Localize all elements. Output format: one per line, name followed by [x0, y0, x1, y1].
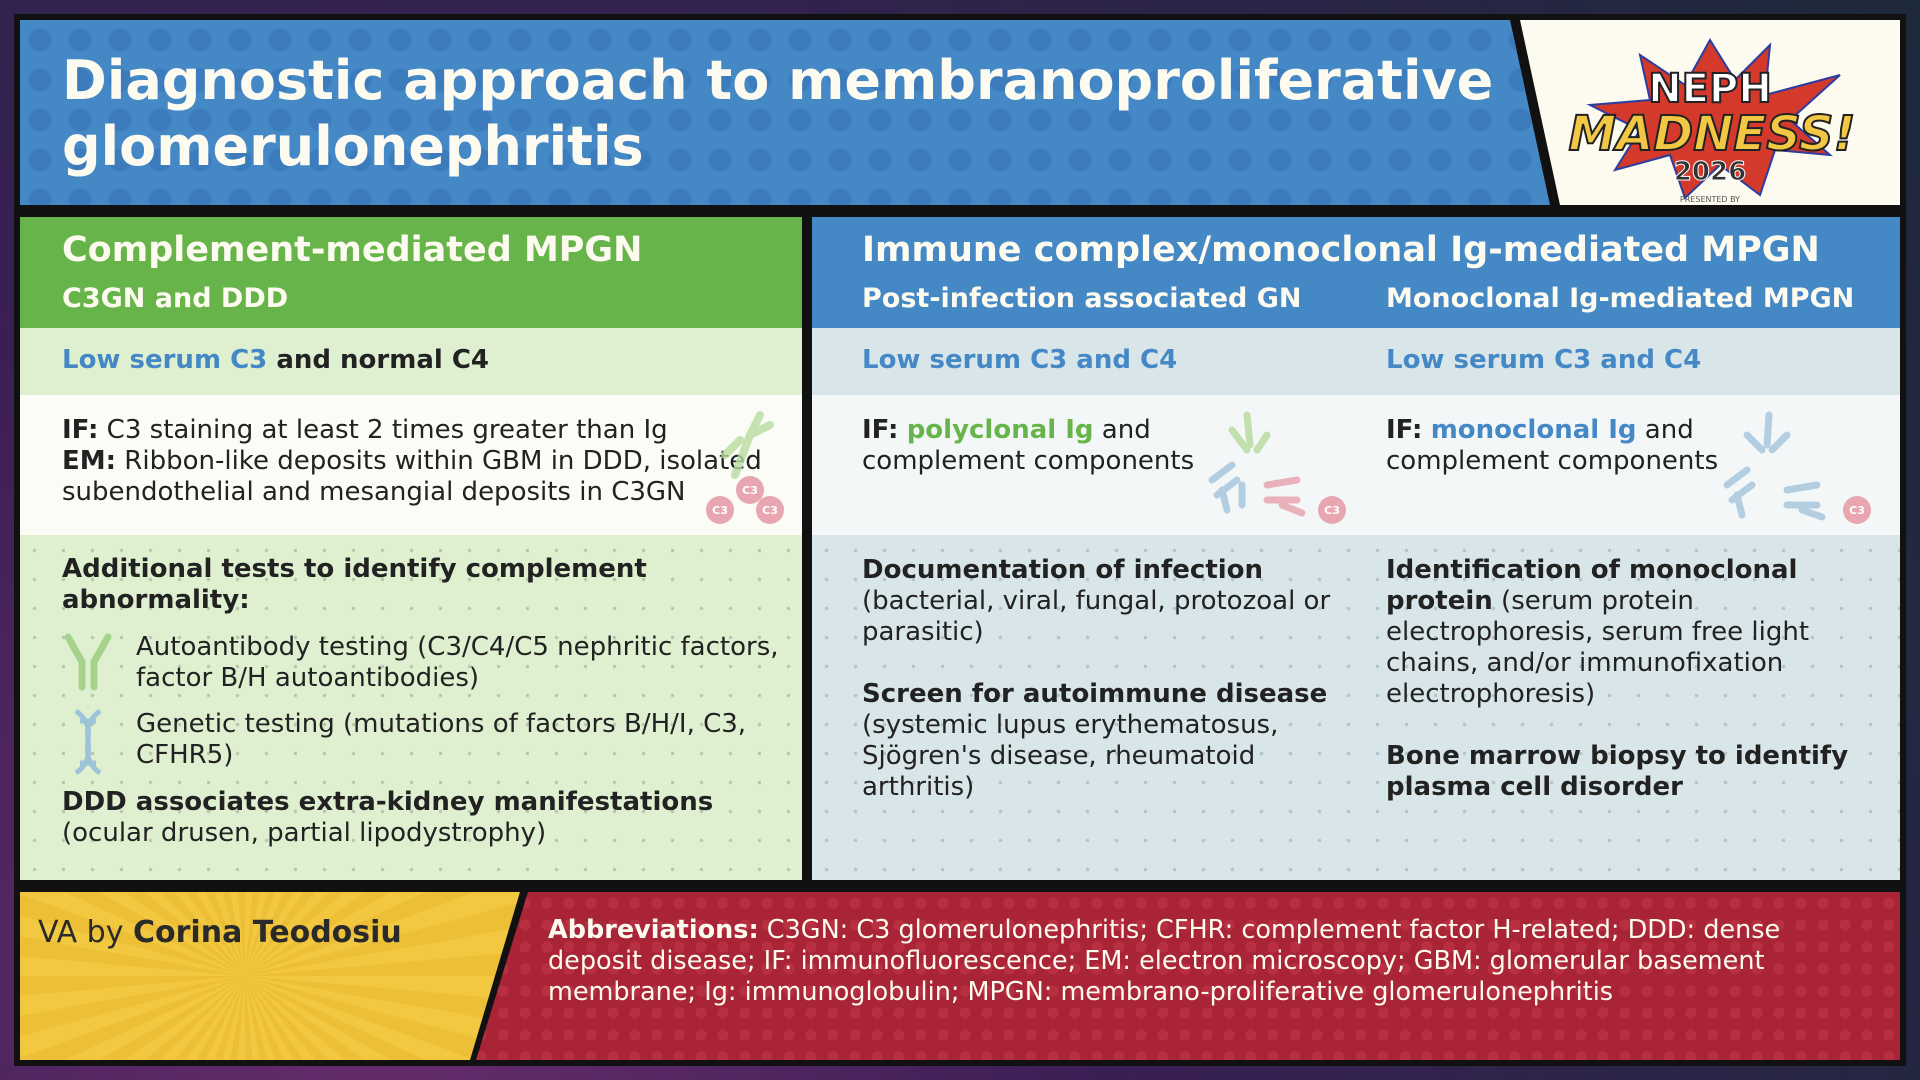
right-header: Immune complex/monoclonal Ig-mediated MP…	[812, 217, 1900, 328]
doc-heading: Documentation of infection	[862, 555, 1264, 585]
complement-mediated-panel: Complement-mediated MPGN C3GN and DDD Lo…	[20, 217, 802, 880]
logo-burst-icon: NEPH MADNESS! 2026 PRESENTED BY	[1567, 38, 1857, 204]
if-highlight: monoclonal Ig	[1430, 415, 1637, 445]
right-serum-band: Low serum C3 and C4 Low serum C3 and C4	[812, 328, 1900, 395]
pi-if: IF: polyclonal Ig and complement compone…	[862, 415, 1202, 477]
autoantibody-testing: Autoantibody testing (C3/C4/C5 nephritic…	[136, 632, 779, 693]
logo-presented: PRESENTED BY	[1680, 195, 1740, 204]
abbr-label: Abbreviations:	[548, 915, 759, 945]
if-rest: and complement components	[862, 415, 1195, 476]
author-credit: VA by Corina Teodosiu	[38, 915, 402, 950]
doc-text: (bacterial, viral, fungal, protozoal or …	[862, 586, 1331, 647]
dna-icon	[74, 709, 102, 775]
ddd-heading: DDD associates extra-kidney manifestatio…	[62, 787, 714, 817]
if-label: IF:	[1386, 415, 1423, 445]
c3-label: C3	[762, 504, 778, 517]
title-line-2: glomerulonephritis	[62, 115, 644, 178]
c3-label: C3	[1324, 504, 1340, 517]
abbr-text: C3GN: C3 glomerulonephritis; CFHR: compl…	[548, 915, 1781, 1007]
antibody-icon	[64, 633, 112, 691]
polyclonal-antibodies-icon: C3	[1208, 411, 1346, 524]
em-label: EM:	[62, 446, 117, 476]
title-banner	[20, 20, 1550, 205]
left-subheading: C3GN and DDD	[62, 283, 289, 314]
screen-text: (systemic lupus erythematosus, Sjögren's…	[862, 710, 1279, 802]
c3-label: C3	[742, 484, 758, 497]
em-text: Ribbon-like deposits within GBM in DDD, …	[62, 446, 762, 507]
neph-madness-logo: NEPH MADNESS! 2026 PRESENTED BY	[1520, 20, 1900, 205]
genetic-testing: Genetic testing (mutations of factors B/…	[136, 709, 747, 770]
left-header: Complement-mediated MPGN C3GN and DDD	[20, 217, 802, 328]
left-if-band: IF: C3 staining at least 2 times greater…	[20, 395, 802, 535]
monoclonal-identification: Identification of monoclonal protein (se…	[1386, 555, 1866, 710]
mono-serum: Low serum C3 and C4	[1386, 345, 1702, 375]
serum-rest: and normal C4	[267, 345, 490, 375]
logo-neph: NEPH	[1648, 66, 1772, 112]
va-prefix: VA by	[38, 915, 133, 950]
monoclonal-antibodies-icon: C3	[1723, 411, 1871, 524]
bone-marrow-biopsy: Bone marrow biopsy to identify plasma ce…	[1386, 741, 1849, 802]
if-label: IF:	[62, 415, 99, 445]
ddd-note: DDD associates extra-kidney manifestatio…	[62, 787, 802, 849]
left-serum-band: Low serum C3 and normal C4	[20, 328, 802, 395]
tests-heading: Additional tests to identify complement …	[62, 554, 647, 615]
pi-subheading: Post-infection associated GN	[862, 283, 1302, 314]
page-title: Diagnostic approach to membranoprolifera…	[62, 48, 1493, 180]
author-name: Corina Teodosiu	[133, 915, 402, 950]
right-heading: Immune complex/monoclonal Ig-mediated MP…	[862, 230, 1820, 270]
abbreviations-panel	[476, 892, 1900, 1060]
left-if-em: IF: C3 staining at least 2 times greater…	[62, 415, 802, 508]
mono-if: IF: monoclonal Ig and complement compone…	[1386, 415, 1726, 477]
pi-serum: Low serum C3 and C4	[862, 345, 1178, 375]
if-text: C3 staining at least 2 times greater tha…	[98, 415, 668, 445]
autoimmune-screen: Screen for autoimmune disease(systemic l…	[862, 679, 1352, 803]
left-heading: Complement-mediated MPGN	[62, 230, 643, 270]
infection-documentation: Documentation of infection(bacterial, vi…	[862, 555, 1342, 648]
c3-label: C3	[1849, 504, 1865, 517]
if-label: IF:	[862, 415, 899, 445]
author-panel	[20, 892, 520, 1060]
if-rest: and complement components	[1386, 415, 1719, 476]
title-line-1: Diagnostic approach to membranoprolifera…	[62, 49, 1494, 112]
ddd-text: (ocular drusen, partial lipodystrophy)	[62, 818, 547, 848]
right-if-band: IF: polyclonal Ig and complement compone…	[812, 395, 1900, 535]
logo-madness: MADNESS!	[1568, 106, 1855, 162]
left-serum: Low serum C3 and normal C4	[62, 345, 489, 376]
serum-highlight: Low serum C3	[62, 345, 268, 375]
id-text: (serum protein electrophoresis, serum fr…	[1386, 586, 1810, 709]
mono-subheading: Monoclonal Ig-mediated MPGN	[1386, 283, 1855, 314]
c3-label: C3	[712, 504, 728, 517]
id-heading: Identification of monoclonal protein	[1386, 555, 1798, 616]
logo-year: 2026	[1674, 157, 1746, 187]
immune-complex-panel: Immune complex/monoclonal Ig-mediated MP…	[812, 217, 1900, 880]
if-highlight: polyclonal Ig	[906, 415, 1094, 445]
screen-heading: Screen for autoimmune disease	[862, 679, 1328, 709]
abbreviations: Abbreviations: C3GN: C3 glomerulonephrit…	[548, 915, 1868, 1008]
